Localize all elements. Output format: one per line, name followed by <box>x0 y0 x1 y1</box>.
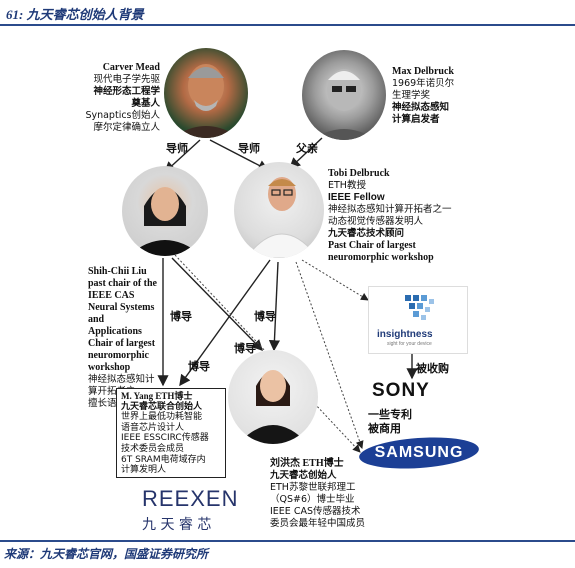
yang-line-3: 世界上最低功耗智能 <box>121 412 203 423</box>
carver-mead-label: Carver Mead 现代电子学先驱 神经形态工程学 奠基人 Synaptic… <box>84 62 160 134</box>
liu-line-2: past chair of the <box>88 278 157 289</box>
sony-logo: SONY <box>372 380 430 401</box>
hongjie-line-6: 委员会最年轻中国成员 <box>270 518 366 529</box>
hongjie-line-1: 刘洪杰 ETH博士 <box>270 458 344 469</box>
carver-mead-name: Carver Mead <box>102 62 160 73</box>
hongjie-line-3: ETH苏黎世联邦理工 <box>270 482 356 493</box>
tobi-delbruck-label: Tobi Delbruck ETH教授 IEEE Fellow 神经拟态感知计算… <box>328 168 488 264</box>
edge-label-mentor-liu: 导师 <box>166 142 188 155</box>
liu-line-7: Chair of largest <box>88 338 156 349</box>
insightness-logo: insightness sight for your device <box>368 286 468 354</box>
tobi-delbruck-photo <box>234 162 324 258</box>
m-yang-box: M. Yang ETH博士 九天睿芯联合创始人 世界上最低功耗智能 语音芯片设计… <box>116 388 226 478</box>
yang-line-2: 九天睿芯联合创始人 <box>121 401 203 412</box>
hongjie-line-4: （QS#6）博士毕业 <box>270 494 355 505</box>
yang-line-8: 计算发明人 <box>121 465 167 476</box>
reexen-cn-name: 九 天 睿 芯 <box>142 517 212 533</box>
carver-mead-photo <box>164 48 248 138</box>
edge-label-patents: 一些专利 被商用 <box>368 408 412 436</box>
liu-line-9: workshop <box>88 362 131 373</box>
edge-label-father: 父亲 <box>296 142 318 155</box>
max-delbruck-line-3: 神经拟态感知 <box>392 102 450 113</box>
yang-line-7: 6T SRAM电荷域存内 <box>121 454 206 465</box>
liu-hongjie-photo <box>228 350 318 444</box>
patents-line-2: 被商用 <box>368 422 401 435</box>
edge-label-phd-1: 博导 <box>170 310 192 323</box>
portrait-icon <box>312 69 376 140</box>
figure-title: 61: 九天睿芯创始人背景 <box>6 7 144 22</box>
tobi-line-4: 动态视觉传感器发明人 <box>328 216 424 227</box>
liu-hongjie-label: 刘洪杰 ETH博士 九天睿芯创始人 ETH苏黎世联邦理工 （QS#6）博士毕业 … <box>270 458 400 530</box>
liu-line-3: IEEE CAS <box>88 290 135 301</box>
liu-line-5: and <box>88 314 105 325</box>
tobi-line-7: neuromorphic workshop <box>328 252 434 263</box>
hongjie-line-5: IEEE CAS传感器技术 <box>270 506 361 517</box>
carver-mead-line-3: 奠基人 <box>131 98 160 109</box>
tobi-name: Tobi Delbruck <box>328 168 390 179</box>
tobi-line-6: Past Chair of largest <box>328 240 416 251</box>
figure-source: 来源：九天睿芯官网，国盛证券研究所 <box>4 547 209 561</box>
liu-line-4: Neural Systems <box>88 302 155 313</box>
edge-tobi-hongjie <box>268 261 281 352</box>
max-delbruck-line-4: 计算启发者 <box>392 114 440 125</box>
portrait-icon <box>245 177 319 258</box>
insightness-mark-icon <box>405 295 434 320</box>
shih-chii-liu-photo <box>122 166 208 256</box>
reexen-logo: REEXEN 九 天 睿 芯 <box>142 486 252 534</box>
edge-label-acquired: 被收购 <box>416 362 449 375</box>
edge-liu-samsung <box>174 254 361 453</box>
edge-mead-tobi <box>209 139 270 171</box>
max-delbruck-label: Max Delbruck 1969年诺贝尔 生理学奖 神经拟态感知 计算启发者 <box>392 66 474 126</box>
patents-line-1: 一些专利 <box>368 408 412 421</box>
carver-mead-line-2: 神经形态工程学 <box>93 86 160 97</box>
tobi-line-2: IEEE Fellow <box>328 192 385 203</box>
max-delbruck-photo <box>302 50 386 140</box>
edge-label-mentor-tobi: 导师 <box>238 142 260 155</box>
top-rule <box>0 24 575 26</box>
samsung-ellipse-icon <box>359 437 479 469</box>
insightness-tagline: sight for your device <box>387 341 432 347</box>
edge-label-phd-3: 博导 <box>234 342 256 355</box>
edge-max-tobi <box>288 137 323 169</box>
liu-line-10: 神经拟态感知计 <box>88 374 155 385</box>
yang-line-4: 语音芯片设计人 <box>121 422 185 433</box>
yang-line-1: M. Yang ETH博士 <box>121 391 193 401</box>
carver-mead-line-5: 摩尔定律确立人 <box>93 122 160 133</box>
edge-tobi-insightness <box>301 259 369 301</box>
edge-tobi-yang <box>179 259 271 387</box>
reexen-wordmark: REEXEN <box>142 486 239 511</box>
tobi-line-5: 九天睿芯技术顾问 <box>328 228 405 239</box>
bottom-rule <box>0 540 575 542</box>
yang-line-5: IEEE ESSCIRC传感器 <box>121 433 209 444</box>
portrait-icon <box>238 370 308 444</box>
carver-mead-line-4: Synaptics创始人 <box>85 110 160 121</box>
hongjie-line-2: 九天睿芯创始人 <box>270 470 337 481</box>
portrait-icon <box>128 187 202 256</box>
tobi-line-3: 神经拟态感知计算开拓者之一 <box>328 204 452 215</box>
portrait-icon <box>172 64 240 138</box>
liu-line-8: neuromorphic <box>88 350 149 361</box>
samsung-name: SAMSUNG <box>374 444 464 461</box>
edge-label-phd-4: 博导 <box>188 360 210 373</box>
m-yang-label: M. Yang ETH博士 九天睿芯联合创始人 世界上最低功耗智能 语音芯片设计… <box>121 391 225 476</box>
yang-line-6: 技术委员会成员 <box>121 443 185 454</box>
carver-mead-line-1: 现代电子学先驱 <box>93 74 160 85</box>
edge-tobi-samsung <box>295 261 364 449</box>
edge-liu-hongjie <box>171 257 263 352</box>
liu-line-6: Applications <box>88 326 142 337</box>
edge-label-phd-2: 博导 <box>254 310 276 323</box>
insightness-name: insightness <box>377 329 433 340</box>
samsung-logo: SAMSUNG <box>358 436 480 470</box>
max-delbruck-line-1: 1969年诺贝尔 <box>392 78 455 89</box>
tobi-line-1: ETH教授 <box>328 180 366 191</box>
max-delbruck-line-2: 生理学奖 <box>392 90 431 101</box>
liu-line-1: Shih-Chii Liu <box>88 266 147 277</box>
max-delbruck-name: Max Delbruck <box>392 66 454 77</box>
